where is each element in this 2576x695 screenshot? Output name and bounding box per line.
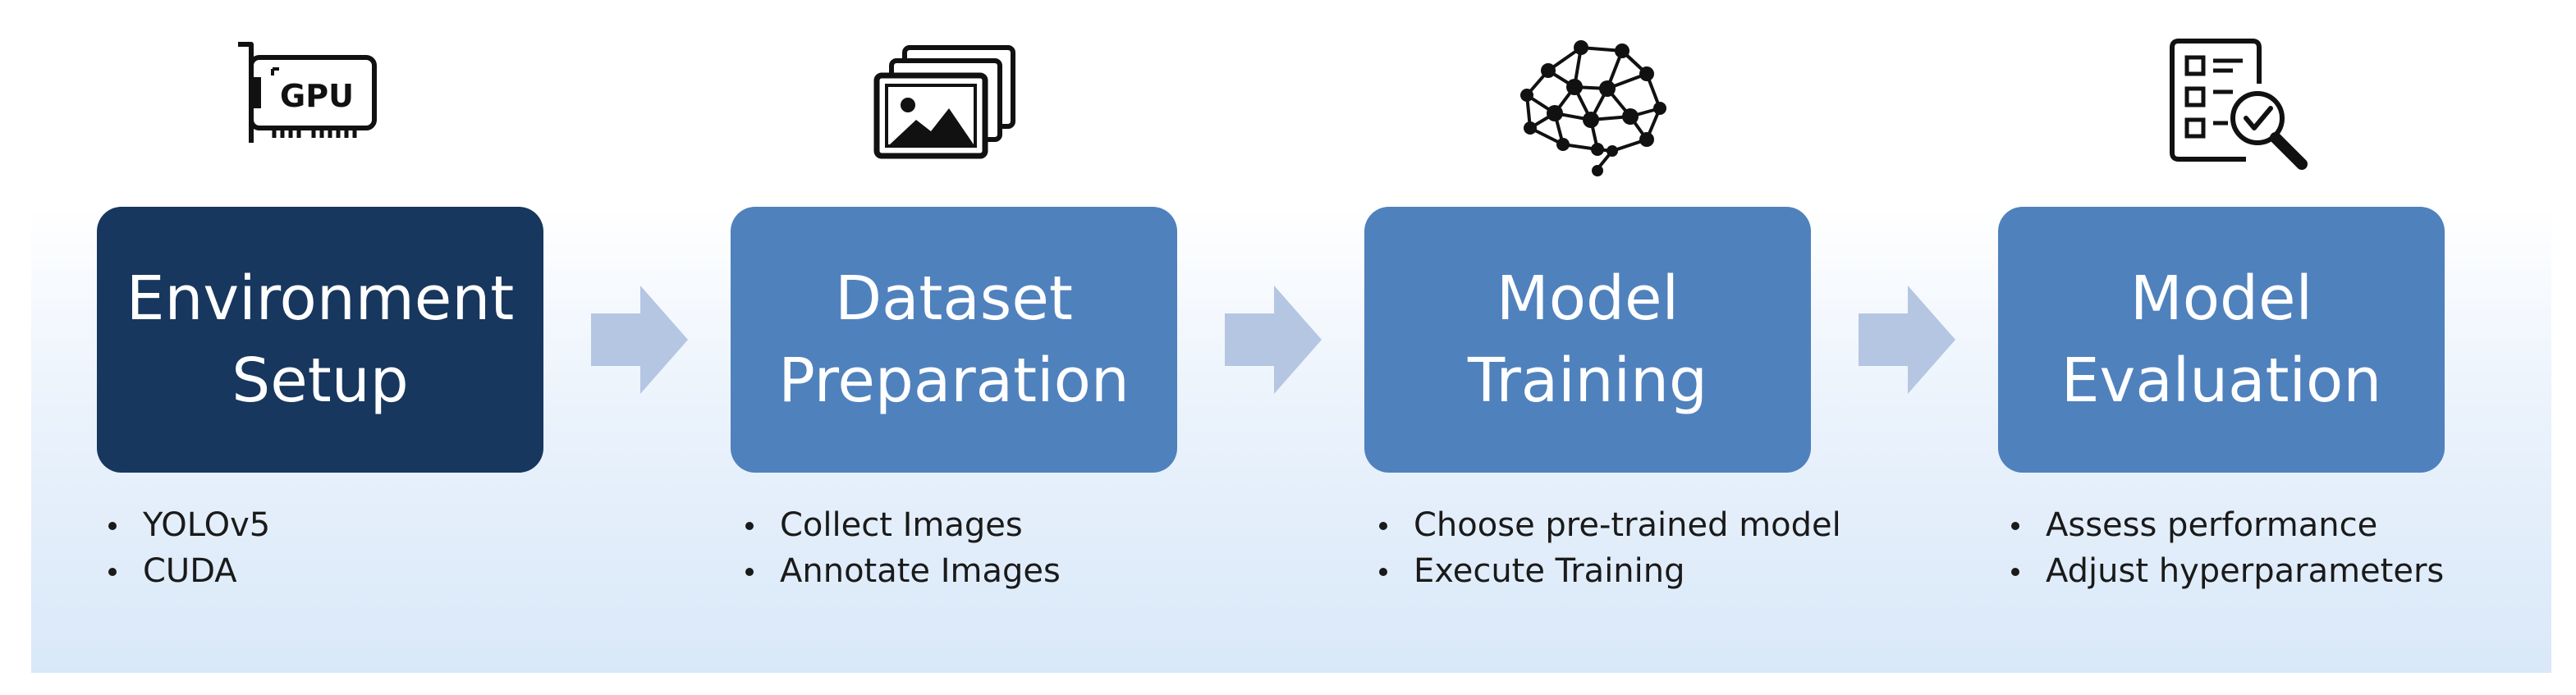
step-bullets-environment-setup: YOLOv5 CUDA	[97, 502, 270, 594]
list-item: Execute Training	[1368, 548, 1841, 594]
step-bullets-dataset-preparation: Collect Images Annotate Images	[734, 502, 1061, 594]
step-model-evaluation: Model Evaluation	[1998, 207, 2445, 473]
list-item: Choose pre-trained model	[1368, 502, 1841, 548]
step-title-line2: Setup	[231, 345, 409, 416]
list-item: Annotate Images	[734, 548, 1061, 594]
step-title-line1: Model	[2129, 263, 2313, 334]
gpu-icon-label: GPU	[280, 78, 354, 114]
gpu-card-icon: GPU	[231, 39, 384, 148]
list-item: CUDA	[97, 548, 270, 594]
flow-arrow-icon	[1859, 286, 1955, 397]
step-environment-setup: Environment Setup	[97, 207, 543, 473]
step-title-line2: Training	[1468, 345, 1707, 416]
list-item: Adjust hyperparameters	[2000, 548, 2444, 594]
neural-brain-icon	[1515, 38, 1668, 177]
step-title-line2: Evaluation	[2060, 345, 2382, 416]
step-model-training: Model Training	[1364, 207, 1811, 473]
flow-arrow-icon	[1225, 286, 1322, 397]
step-title-line1: Model	[1496, 263, 1680, 334]
step-bullets-model-evaluation: Assess performance Adjust hyperparameter…	[2000, 502, 2444, 594]
flow-arrow-icon	[591, 286, 688, 397]
list-item: Assess performance	[2000, 502, 2444, 548]
step-bullets-model-training: Choose pre-trained model Execute Trainin…	[1368, 502, 1841, 594]
list-item: Collect Images	[734, 502, 1061, 548]
checklist-search-icon	[2167, 36, 2315, 174]
image-stack-icon	[872, 43, 1020, 162]
step-title-line2: Preparation	[778, 345, 1130, 416]
step-dataset-preparation: Dataset Preparation	[731, 207, 1177, 473]
step-title-line1: Dataset	[835, 263, 1073, 334]
step-title-line1: Environment	[126, 263, 515, 334]
list-item: YOLOv5	[97, 502, 270, 548]
